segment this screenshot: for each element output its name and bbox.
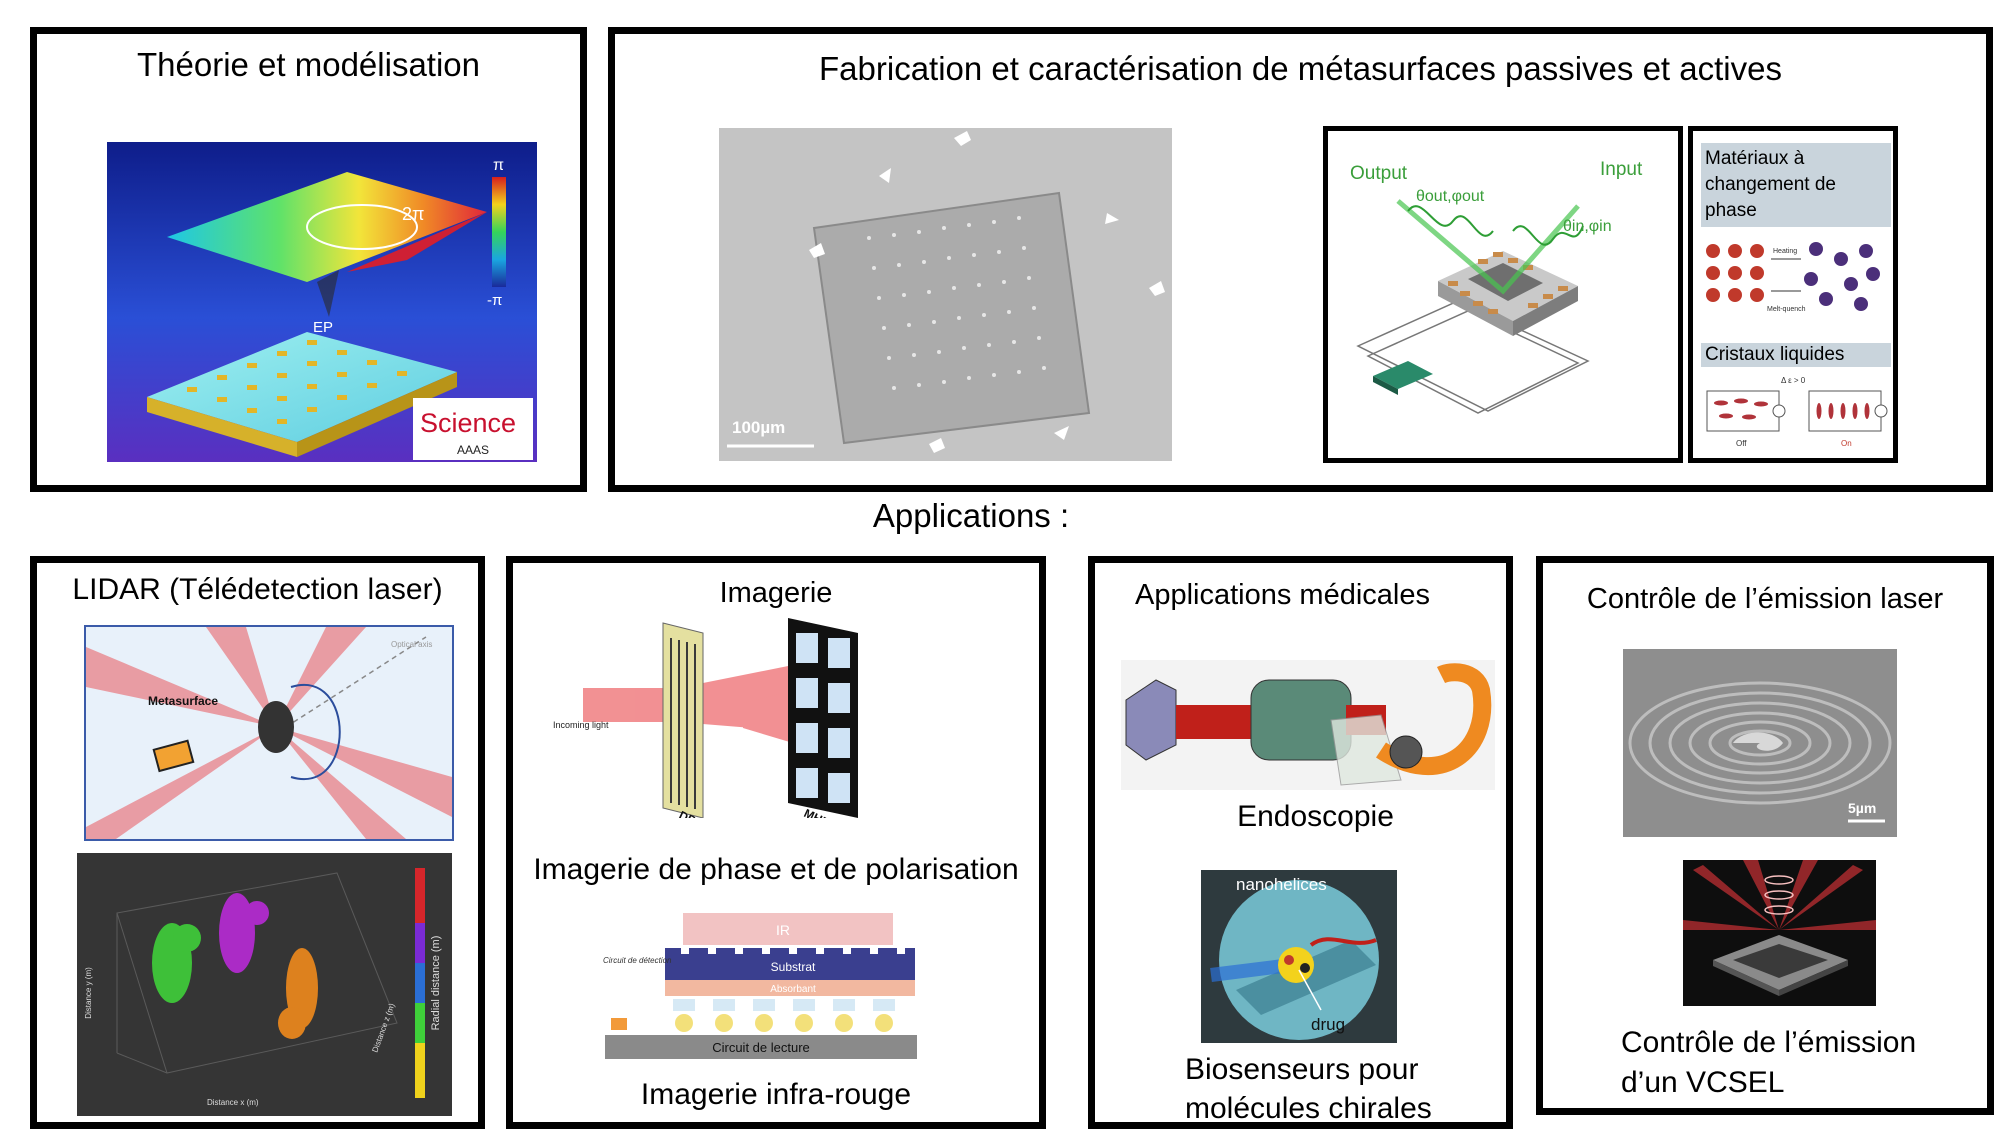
lidar-panel: LIDAR (Télédetection laser) Optical axis… [30, 556, 485, 1129]
biosensor-figure: nanohelices drug [1201, 870, 1397, 1043]
ir-label: IR [776, 922, 790, 938]
caption-ir-imaging: Imagerie infra-rouge [640, 1078, 912, 1111]
medical-panel: Applications médicales Endoscopie nanohe… [1088, 556, 1513, 1129]
circuit-lecture-label: Circuit de lecture [712, 1040, 810, 1055]
theta-in-label: θin,φin [1563, 218, 1612, 235]
aaas-logo: AAAS [457, 443, 489, 457]
output-label: Output [1350, 163, 1408, 184]
pcm-heating-label: Heating [1773, 248, 1797, 255]
nanohelices-label: nanohelices [1236, 875, 1327, 894]
theory-title: Théorie et modélisation [136, 46, 481, 83]
mhm-label: MHM [802, 806, 834, 818]
drug-label: drug [1311, 1015, 1345, 1034]
biosensor-caption-line1: Biosenseurs pour [1185, 1053, 1419, 1086]
absorbant-label: Absorbant [770, 984, 816, 995]
incoming-light-label: Incoming light [553, 720, 609, 730]
laser-caption-line2: d’un VCSEL [1621, 1066, 1785, 1099]
lc-title: Cristaux liquides [1701, 343, 1891, 367]
metasurface-label: Metasurface [148, 694, 218, 708]
dpm-label: DPM [677, 808, 707, 818]
ir-imaging-figure: IR Substrat Absorbant Circuit de lecture… [603, 913, 963, 1073]
vcsel-figure [1683, 860, 1876, 1006]
fabrication-title: Fabrication et caractérisation de métasu… [819, 50, 1782, 87]
lc-off-label: Off [1736, 439, 1747, 448]
endoscopy-label: Endoscopie [1237, 800, 1394, 833]
lidar-pointcloud: Radial distance (m) Distance x (m) Dista… [77, 853, 452, 1116]
ep-label: EP [313, 319, 333, 336]
imaging-panel: Imagerie Incoming light DPM MHM Imag [506, 556, 1046, 1129]
sem-image: 100µm [719, 128, 1172, 461]
theta-out-label: θout,φout [1416, 188, 1485, 205]
lidar-title: LIDAR (Télédetection laser) [72, 573, 443, 606]
colorbar-max: π [493, 157, 504, 174]
theory-figure: 2π EP π -π Science AAAS [107, 142, 537, 462]
laser-title: Contrôle de l’émission laser [1586, 583, 1944, 615]
circuit-detection-label: Circuit de détection [603, 956, 672, 965]
laser-panel: Contrôle de l’émission laser 5µm [1536, 556, 1994, 1115]
lidar-yaxis-label: Distance y (m) [84, 967, 93, 1019]
lidar-diagram: Optical axis Metasurface [84, 625, 454, 841]
device-diagram: Output Input θout,φout θin,φin [1323, 126, 1683, 463]
lc-on-label: On [1841, 439, 1852, 448]
science-logo: Science [420, 408, 516, 438]
caption-phase-imaging: Imagerie de phase et de polarisation [533, 853, 1019, 886]
dpm-mhm-figure: Incoming light DPM MHM [553, 618, 953, 818]
loop-label: 2π [402, 204, 424, 224]
spiral-sem-image: 5µm [1623, 649, 1897, 837]
theory-panel: Théorie et modélisation 2π [30, 27, 587, 492]
applications-heading: Applications : [872, 497, 1070, 534]
colorbar-min: -π [487, 292, 502, 309]
spiral-scale-label: 5µm [1848, 800, 1876, 816]
laser-caption-line1: Contrôle de l’émission [1621, 1026, 1917, 1059]
endoscopy-figure [1121, 660, 1495, 790]
fabrication-panel: Fabrication et caractérisation de métasu… [608, 27, 1993, 492]
medical-title: Applications médicales [1135, 579, 1430, 611]
materials-box: Matériaux à changement de phase Heating … [1688, 126, 1898, 463]
sem-scale-label: 100µm [732, 418, 785, 437]
substrat-label: Substrat [771, 960, 816, 974]
pcm-title: Matériaux à changement de phase [1701, 143, 1891, 227]
input-label: Input [1600, 159, 1643, 180]
lidar-xaxis-label: Distance x (m) [207, 1098, 259, 1107]
lidar-colorbar-label: Radial distance (m) [430, 936, 442, 1031]
lc-delta-label: Δ ε > 0 [1781, 376, 1806, 385]
imaging-title: Imagerie [719, 577, 833, 609]
biosensor-caption-line2: molécules chirales [1185, 1092, 1432, 1125]
pcm-melt-label: Melt-quench [1767, 306, 1806, 313]
optical-axis-label: Optical axis [391, 640, 432, 649]
